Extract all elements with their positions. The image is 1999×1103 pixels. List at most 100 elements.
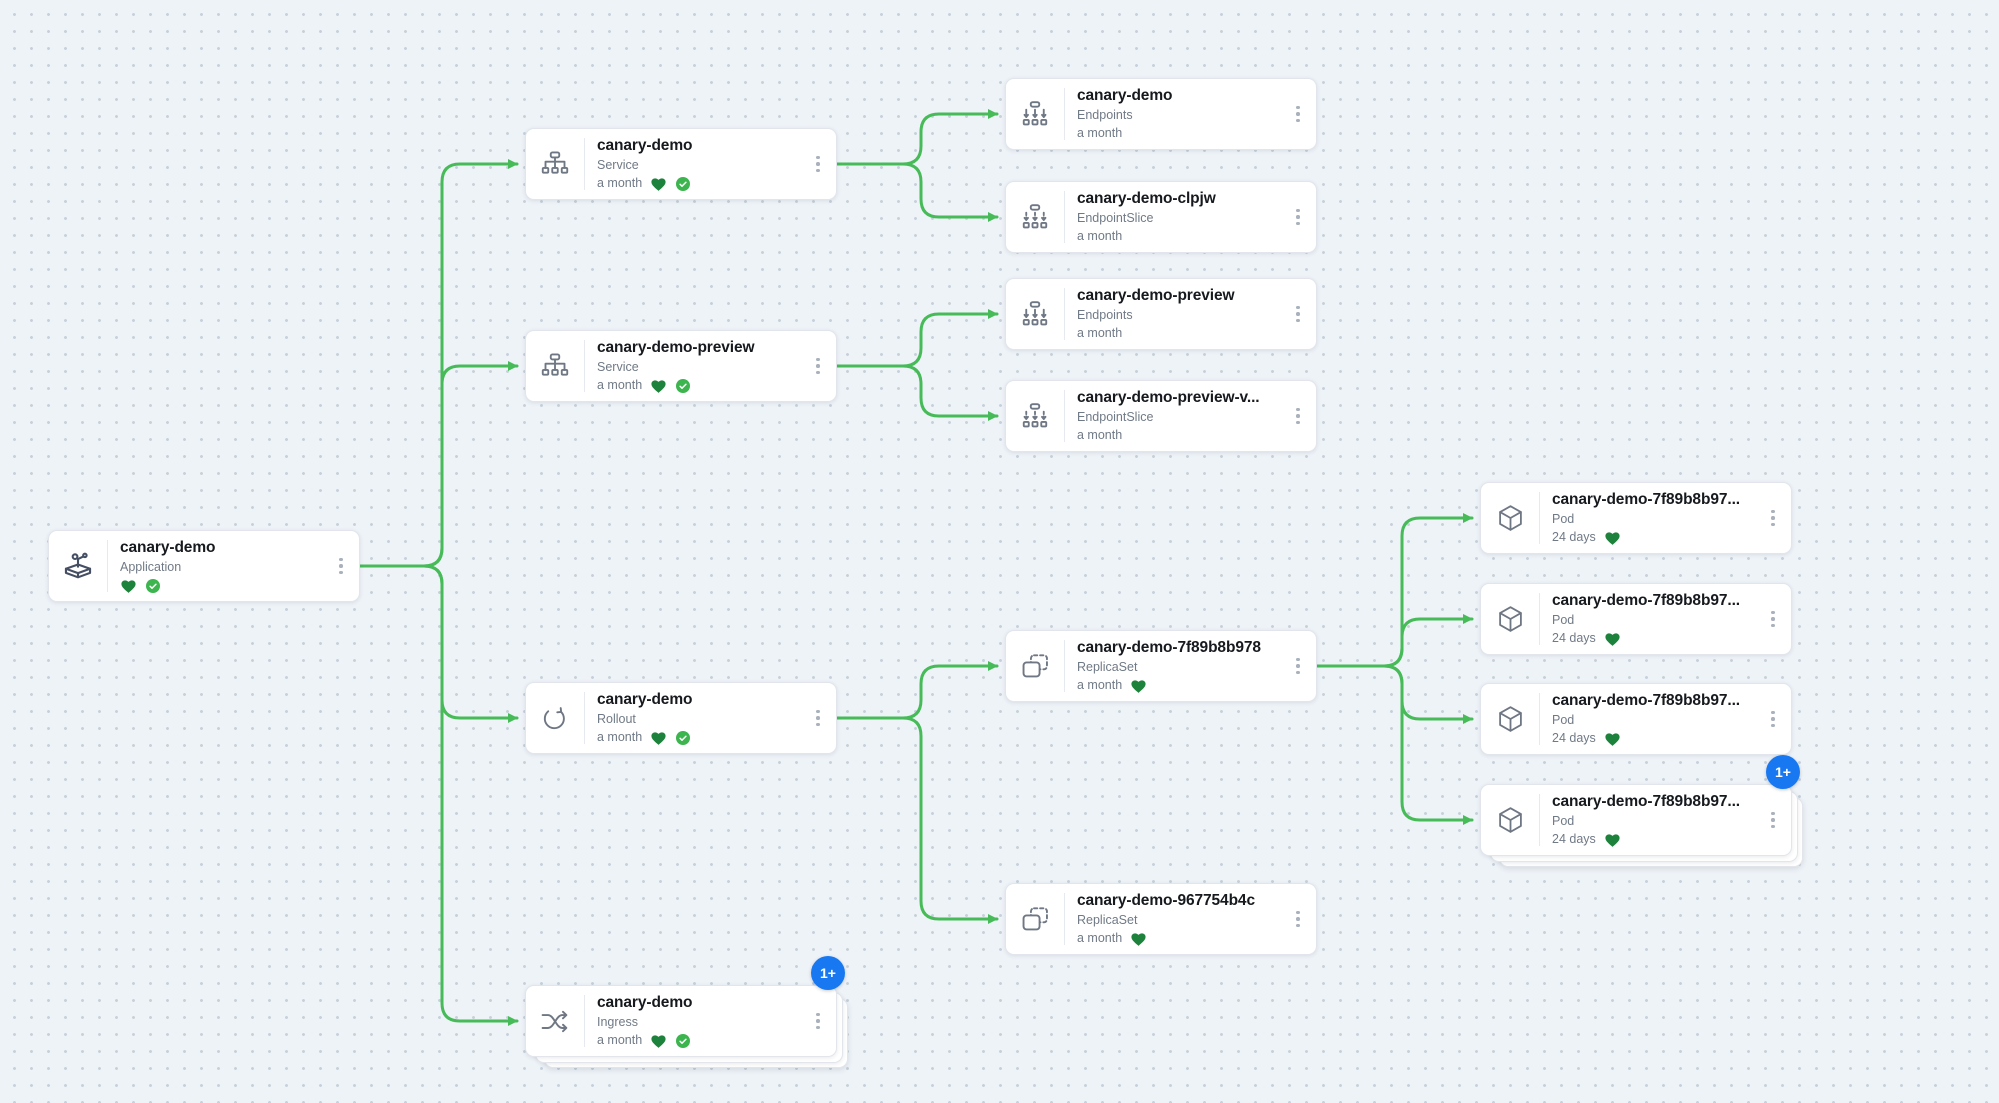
resource-meta: a month bbox=[597, 729, 800, 746]
pod-icon bbox=[1481, 605, 1539, 634]
service-icon bbox=[526, 150, 584, 178]
card-divider bbox=[1064, 893, 1065, 945]
resource-name: canary-demo-7f89b8b97... bbox=[1552, 592, 1740, 609]
resource-age: a month bbox=[1077, 326, 1123, 340]
resource-meta: a month bbox=[1077, 677, 1280, 694]
resource-kind-label: ReplicaSet bbox=[1077, 660, 1138, 674]
kebab-menu-icon[interactable] bbox=[1759, 509, 1787, 527]
endpoints-icon bbox=[1006, 300, 1064, 328]
resource-kind-label: EndpointSlice bbox=[1077, 410, 1154, 424]
pod-icon bbox=[1481, 806, 1539, 835]
card-divider bbox=[584, 995, 585, 1047]
resource-meta: a month bbox=[597, 377, 800, 394]
resource-card-rollout[interactable]: canary-demo Rollout a month bbox=[525, 682, 837, 754]
kebab-menu-icon[interactable] bbox=[804, 155, 832, 173]
resource-name: canary-demo-967754b4c bbox=[1077, 892, 1255, 909]
resource-age: 24 days bbox=[1552, 731, 1596, 745]
resource-kind-label: Pod bbox=[1552, 814, 1575, 828]
application-icon bbox=[49, 551, 107, 581]
pod-icon bbox=[1481, 504, 1539, 533]
kebab-menu-icon[interactable] bbox=[804, 1012, 832, 1030]
kebab-menu-icon[interactable] bbox=[804, 357, 832, 375]
resource-card-endpoints[interactable]: canary-demo Endpoints a month bbox=[1005, 78, 1317, 150]
kebab-menu-icon[interactable] bbox=[327, 557, 355, 575]
resource-meta: a month bbox=[1077, 930, 1280, 947]
health-heart-icon bbox=[1604, 530, 1621, 546]
resource-card-endpoints[interactable]: canary-demo-preview Endpoints a month bbox=[1005, 278, 1317, 350]
resource-kind-label: Service bbox=[597, 158, 639, 172]
kebab-menu-icon[interactable] bbox=[1284, 305, 1312, 323]
resource-kind-label: Pod bbox=[1552, 613, 1575, 627]
health-heart-icon bbox=[1604, 731, 1621, 747]
card-divider bbox=[1064, 390, 1065, 442]
kebab-menu-icon[interactable] bbox=[1284, 208, 1312, 226]
resource-age: a month bbox=[597, 176, 643, 190]
ingress-icon bbox=[526, 1008, 584, 1034]
resource-card-service[interactable]: canary-demo-preview Service a month bbox=[525, 330, 837, 402]
resource-name: canary-demo-preview bbox=[1077, 287, 1235, 304]
collapsed-count-badge[interactable]: 1+ bbox=[811, 956, 845, 990]
collapsed-count-badge[interactable]: 1+ bbox=[1766, 755, 1800, 789]
resource-name: canary-demo bbox=[597, 691, 693, 708]
card-divider bbox=[1064, 640, 1065, 692]
health-heart-icon bbox=[650, 1033, 667, 1049]
card-divider bbox=[584, 340, 585, 392]
resource-kind-label: EndpointSlice bbox=[1077, 211, 1154, 225]
resource-age: a month bbox=[1077, 126, 1123, 140]
resource-card-ingress[interactable]: 1+ canary-demo Ingress a month bbox=[525, 956, 848, 1068]
resource-meta: 24 days bbox=[1552, 831, 1755, 848]
resource-card-pod[interactable]: canary-demo-7f89b8b97... Pod 24 days bbox=[1480, 583, 1792, 655]
resource-name: canary-demo bbox=[120, 539, 216, 556]
resource-age: a month bbox=[597, 378, 643, 392]
card-divider bbox=[1064, 88, 1065, 140]
kebab-menu-icon[interactable] bbox=[1759, 811, 1787, 829]
resource-age: a month bbox=[597, 1033, 643, 1047]
resource-card-replicaset[interactable]: canary-demo-967754b4c ReplicaSet a month bbox=[1005, 883, 1317, 955]
service-icon bbox=[526, 352, 584, 380]
resource-age: a month bbox=[1077, 678, 1123, 692]
resource-name: canary-demo-7f89b8b97... bbox=[1552, 491, 1740, 508]
resource-name: canary-demo-7f89b8b97... bbox=[1552, 793, 1740, 810]
health-heart-icon bbox=[650, 176, 667, 192]
resource-name: canary-demo bbox=[1077, 87, 1173, 104]
resource-age: a month bbox=[1077, 931, 1123, 945]
endpoints-icon bbox=[1006, 100, 1064, 128]
health-heart-icon bbox=[650, 730, 667, 746]
resource-card-replicaset[interactable]: canary-demo-7f89b8b978 ReplicaSet a mont… bbox=[1005, 630, 1317, 702]
resource-kind-label: Application bbox=[120, 560, 182, 574]
health-heart-icon bbox=[120, 578, 137, 594]
pod-icon bbox=[1481, 705, 1539, 734]
resource-card-endpointslice[interactable]: canary-demo-preview-v... EndpointSlice a… bbox=[1005, 380, 1317, 452]
resource-name: canary-demo bbox=[597, 994, 693, 1011]
resource-card-pod[interactable]: canary-demo-7f89b8b97... Pod 24 days bbox=[1480, 482, 1792, 554]
kebab-menu-icon[interactable] bbox=[1759, 610, 1787, 628]
replicaset-icon bbox=[1006, 652, 1064, 680]
card-divider bbox=[1539, 794, 1540, 846]
resource-card-pod[interactable]: 1+ canary-demo-7f89b8b97... Pod 24 days bbox=[1480, 755, 1803, 867]
card-divider bbox=[1064, 191, 1065, 243]
health-heart-icon bbox=[1130, 678, 1147, 694]
kebab-menu-icon[interactable] bbox=[1284, 657, 1312, 675]
resource-kind-label: Endpoints bbox=[1077, 108, 1133, 122]
sync-check-icon bbox=[145, 578, 161, 594]
rollout-icon bbox=[526, 704, 584, 732]
resource-meta: a month bbox=[1077, 325, 1280, 342]
resource-meta: a month bbox=[1077, 228, 1280, 245]
kebab-menu-icon[interactable] bbox=[1284, 105, 1312, 123]
card-divider bbox=[1539, 492, 1540, 544]
resource-kind-label: Pod bbox=[1552, 713, 1575, 727]
health-heart-icon bbox=[1604, 832, 1621, 848]
resource-card-service[interactable]: canary-demo Service a month bbox=[525, 128, 837, 200]
kebab-menu-icon[interactable] bbox=[1284, 910, 1312, 928]
kebab-menu-icon[interactable] bbox=[1759, 710, 1787, 728]
health-heart-icon bbox=[1604, 631, 1621, 647]
kebab-menu-icon[interactable] bbox=[804, 709, 832, 727]
resource-card-pod[interactable]: canary-demo-7f89b8b97... Pod 24 days bbox=[1480, 683, 1792, 755]
resource-meta: 24 days bbox=[1552, 529, 1755, 546]
resource-card-endpointslice[interactable]: canary-demo-clpjw EndpointSlice a month bbox=[1005, 181, 1317, 253]
resource-card-application[interactable]: canary-demo Application bbox=[48, 530, 360, 602]
kebab-menu-icon[interactable] bbox=[1284, 407, 1312, 425]
card-divider bbox=[1539, 593, 1540, 645]
resource-age: a month bbox=[1077, 229, 1123, 243]
